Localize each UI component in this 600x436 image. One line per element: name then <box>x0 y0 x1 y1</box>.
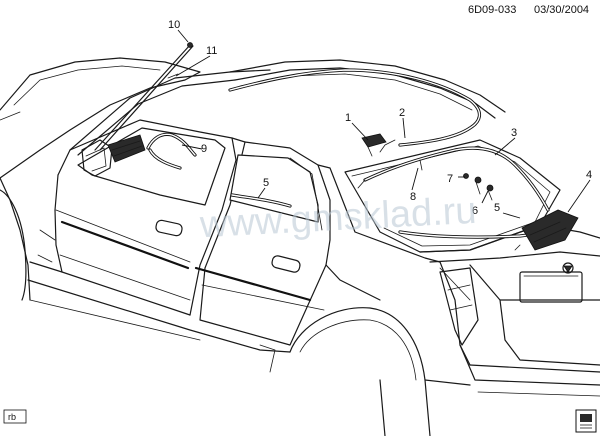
callout-5-rear: 5 <box>494 202 500 214</box>
rear-window-harness <box>357 146 550 212</box>
antenna-mast <box>94 42 194 151</box>
door-harness <box>230 193 292 208</box>
callout-10: 10 <box>168 19 180 31</box>
callout-1: 1 <box>345 112 351 124</box>
callout-2: 2 <box>399 107 405 119</box>
callout-11: 11 <box>206 45 217 57</box>
callout-4: 4 <box>586 169 592 181</box>
trunk-module <box>514 209 579 251</box>
car-body <box>0 57 600 436</box>
diagram-code: 6D09-033 <box>468 4 516 16</box>
front-harness <box>146 132 197 170</box>
callout-6: 6 <box>472 205 478 217</box>
callouts: 1 2 3 4 5 5 6 7 8 9 10 11 <box>168 19 592 217</box>
callout-8: 8 <box>410 191 416 203</box>
leader-lines <box>175 29 591 219</box>
antenna-module <box>361 133 387 157</box>
roof-harness <box>228 68 481 153</box>
corner-tag-label: rb <box>8 412 16 422</box>
callout-7: 7 <box>447 173 453 185</box>
wiring-harnesses <box>94 42 579 251</box>
callout-5-door: 5 <box>263 177 269 189</box>
dash-module <box>107 134 146 163</box>
callout-3: 3 <box>511 127 517 139</box>
diagram-date: 03/30/2004 <box>534 4 589 16</box>
callout-9: 9 <box>201 143 207 155</box>
harness-clips <box>463 173 494 201</box>
corner-tag: rb <box>3 409 27 424</box>
document-symbol-icon <box>575 409 597 433</box>
